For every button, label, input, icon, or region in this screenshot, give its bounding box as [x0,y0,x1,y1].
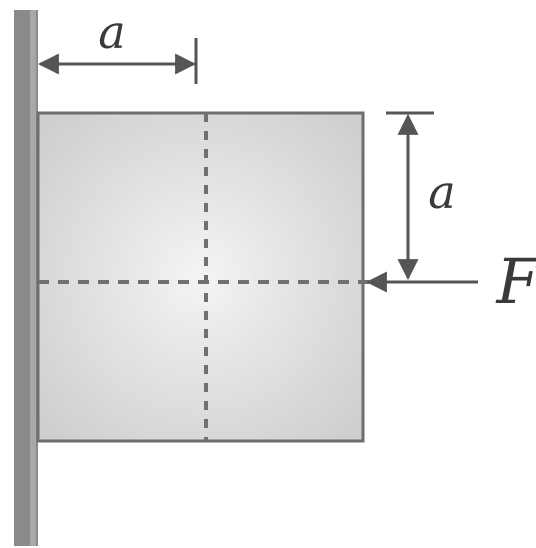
wall-highlight [30,10,36,546]
force-label: F [495,245,536,318]
square-plate [36,111,365,443]
vertical-dimension-label: a [428,165,455,219]
horizontal-dimension-label: a [98,5,125,59]
